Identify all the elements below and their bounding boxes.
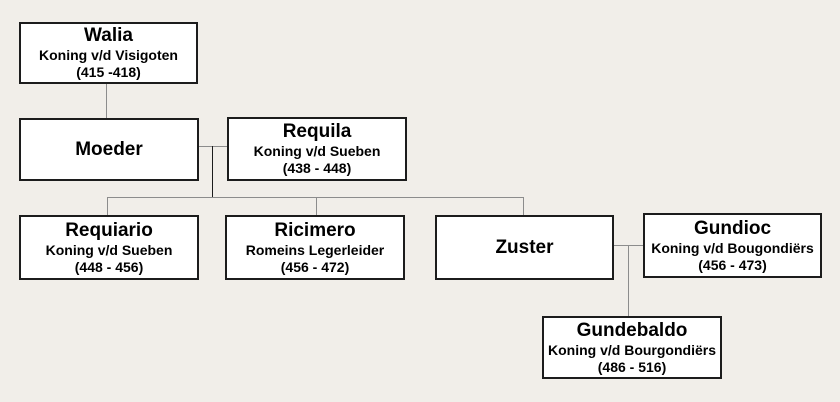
node-gundebaldo-years: (486 - 516) bbox=[597, 358, 667, 375]
node-zuster-name: Zuster bbox=[495, 236, 554, 258]
connector-drop-zuster bbox=[523, 197, 524, 215]
node-requila-name: Requila bbox=[282, 121, 352, 142]
connector-drop-ricimero bbox=[316, 197, 317, 215]
node-walia-name: Walia bbox=[84, 25, 133, 46]
node-gundioc-title: Koning v/d Bougondiërs bbox=[651, 239, 814, 256]
node-ricimero: Ricimero Romeins Legerleider (456 - 472) bbox=[225, 215, 405, 280]
node-gundebaldo-title: Koning v/d Bourgondiërs bbox=[548, 341, 716, 358]
node-requiario-title: Koning v/d Sueben bbox=[45, 241, 173, 258]
node-ricimero-title: Romeins Legerleider bbox=[245, 241, 385, 258]
node-zuster: Zuster bbox=[435, 215, 614, 280]
node-gundebaldo-name: Gundebaldo bbox=[576, 319, 688, 341]
node-gundioc: Gundioc Koning v/d Bougondiërs (456 - 47… bbox=[643, 213, 822, 278]
node-moeder-name: Moeder bbox=[75, 138, 143, 160]
connector-marriage1-drop bbox=[212, 146, 213, 198]
node-requila: Requila Koning v/d Sueben (438 - 448) bbox=[227, 117, 407, 181]
node-gundioc-name: Gundioc bbox=[693, 217, 772, 239]
connector-children-distributor bbox=[107, 197, 524, 198]
connector-marriage2-drop-gundebaldo bbox=[628, 245, 629, 317]
node-ricimero-name: Ricimero bbox=[274, 219, 356, 241]
connector-drop-requiario bbox=[107, 197, 108, 215]
node-gundioc-years: (456 - 473) bbox=[698, 256, 767, 273]
node-requiario: Requiario Koning v/d Sueben (448 - 456) bbox=[19, 215, 199, 280]
node-moeder: Moeder bbox=[19, 118, 199, 181]
node-requila-years: (438 - 448) bbox=[282, 160, 352, 176]
node-requiario-years: (448 - 456) bbox=[74, 258, 144, 275]
node-requiario-name: Requiario bbox=[65, 219, 153, 241]
node-gundebaldo: Gundebaldo Koning v/d Bourgondiërs (486 … bbox=[542, 316, 722, 379]
node-walia-years: (415 -418) bbox=[76, 64, 141, 80]
connector-walia-moeder bbox=[106, 84, 107, 118]
node-walia-title: Koning v/d Visigoten bbox=[39, 47, 178, 63]
node-requila-title: Koning v/d Sueben bbox=[253, 143, 381, 159]
node-ricimero-years: (456 - 472) bbox=[280, 258, 350, 275]
node-walia: Walia Koning v/d Visigoten (415 -418) bbox=[19, 22, 198, 84]
